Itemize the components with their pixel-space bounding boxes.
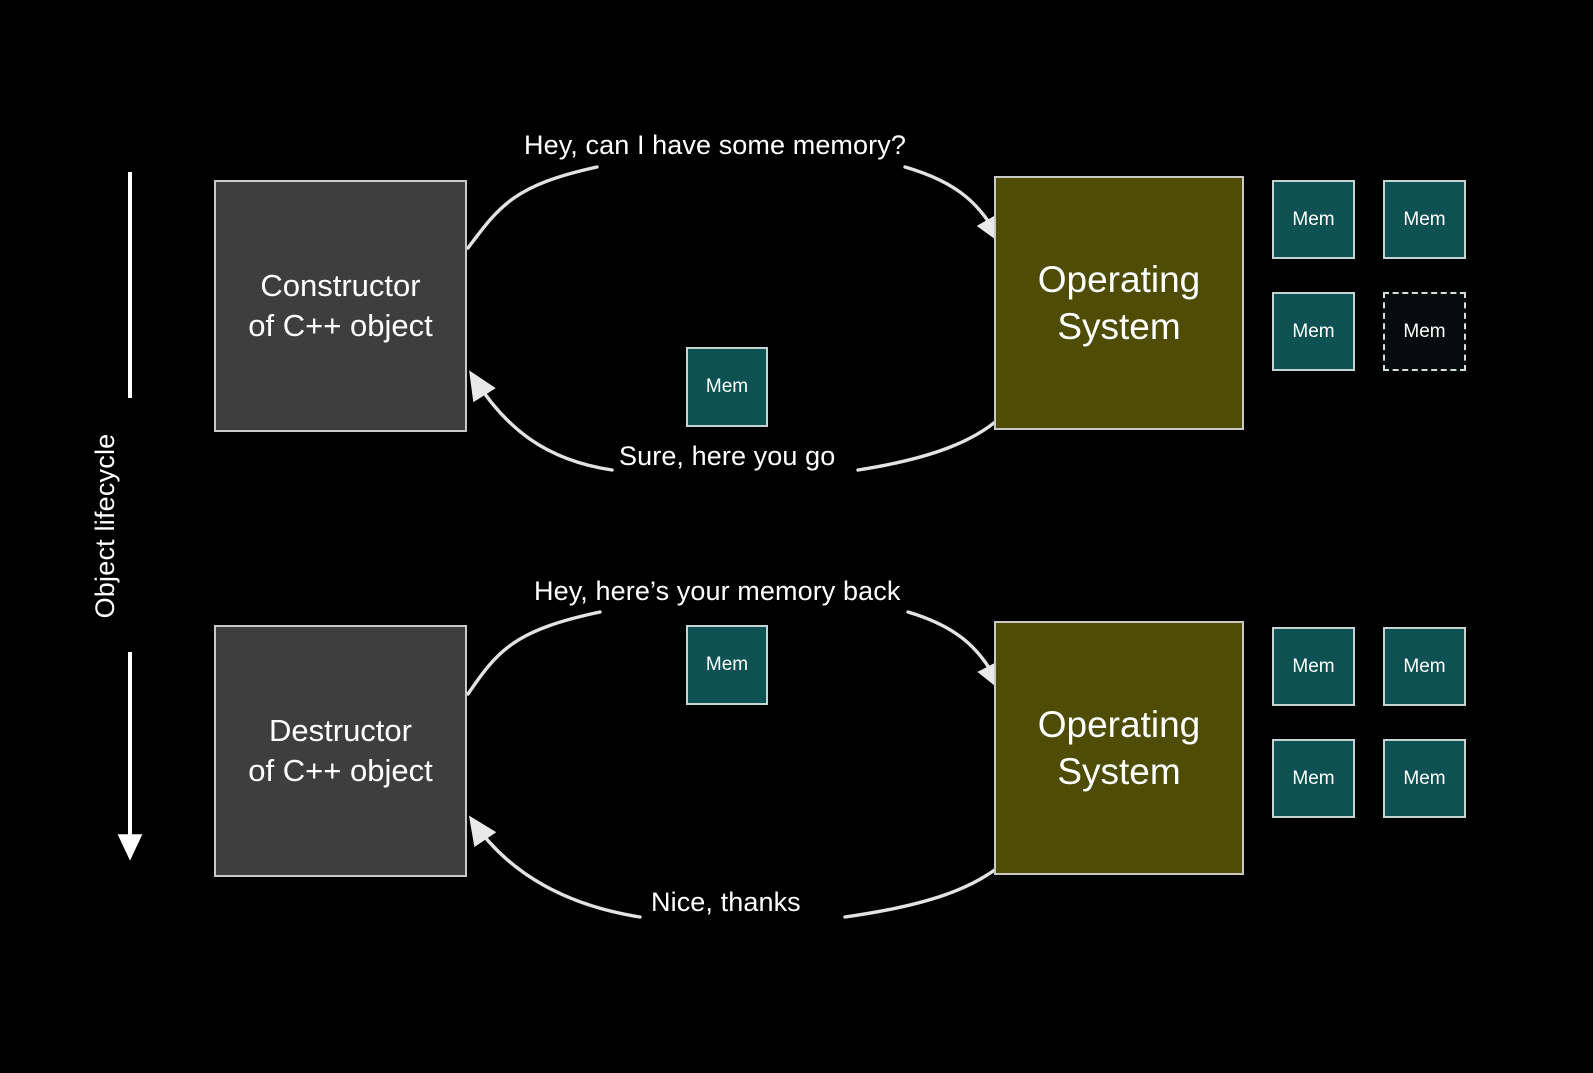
memory-pool-slot-2-destruction[interactable]: Mem xyxy=(1383,627,1466,706)
memory-pool-slot-1-construction[interactable]: Mem xyxy=(1272,180,1355,259)
operating-system-line-2: System xyxy=(1057,306,1181,347)
memory-block-in-transit-destruction[interactable]: Mem xyxy=(686,625,768,705)
memory-block-label: Mem xyxy=(705,654,749,675)
memory-block-label: Mem xyxy=(1403,320,1446,342)
operating-system-line-1: Operating xyxy=(1037,258,1201,300)
memory-pool-slot-2-construction[interactable]: Mem xyxy=(1383,180,1466,259)
memory-block-in-transit-construction[interactable]: Mem xyxy=(686,347,768,427)
memory-pool-slot-3-destruction[interactable]: Mem xyxy=(1272,739,1355,818)
operating-system-line-2: System xyxy=(1057,751,1181,792)
response-message-destruction: Nice, thanks xyxy=(651,887,801,917)
operating-system-box-destruction[interactable]: Operating System xyxy=(994,621,1244,875)
memory-pool-slot-3-construction[interactable]: Mem xyxy=(1272,292,1355,371)
constructor-box[interactable]: Constructor of C++ object xyxy=(214,180,467,432)
memory-pool-slot-4-destruction[interactable]: Mem xyxy=(1383,739,1466,818)
response-message-construction: Sure, here you go xyxy=(619,441,836,471)
memory-block-label: Mem xyxy=(705,376,749,397)
operating-system-label: Operating System xyxy=(1032,256,1207,351)
constructor-box-label: Constructor of C++ object xyxy=(242,266,438,345)
memory-block-label: Mem xyxy=(1292,208,1335,230)
operating-system-line-1: Operating xyxy=(1037,703,1201,745)
request-message-destruction: Hey, here’s your memory back xyxy=(534,576,901,606)
request-arrow-construction xyxy=(466,165,1003,250)
operating-system-label: Operating System xyxy=(1032,701,1207,796)
constructor-line-2: of C++ object xyxy=(248,308,433,343)
memory-block-label: Mem xyxy=(1403,767,1446,789)
destructor-box[interactable]: Destructor of C++ object xyxy=(214,625,467,877)
object-lifecycle-label: Object lifecycle xyxy=(90,433,120,619)
memory-pool-slot-4-free-construction[interactable]: Mem xyxy=(1383,292,1466,371)
memory-block-label: Mem xyxy=(1292,655,1335,677)
request-message-construction: Hey, can I have some memory? xyxy=(524,130,906,160)
operating-system-box-construction[interactable]: Operating System xyxy=(994,176,1244,430)
constructor-line-1: Constructor xyxy=(260,268,421,304)
destructor-line-2: of C++ object xyxy=(248,753,433,788)
memory-block-label: Mem xyxy=(1403,655,1446,677)
memory-block-label: Mem xyxy=(1292,767,1335,789)
memory-block-label: Mem xyxy=(1292,320,1335,342)
destructor-line-1: Destructor xyxy=(269,713,412,749)
memory-pool-slot-1-destruction[interactable]: Mem xyxy=(1272,627,1355,706)
memory-block-label: Mem xyxy=(1403,208,1446,230)
destructor-box-label: Destructor of C++ object xyxy=(242,711,438,790)
